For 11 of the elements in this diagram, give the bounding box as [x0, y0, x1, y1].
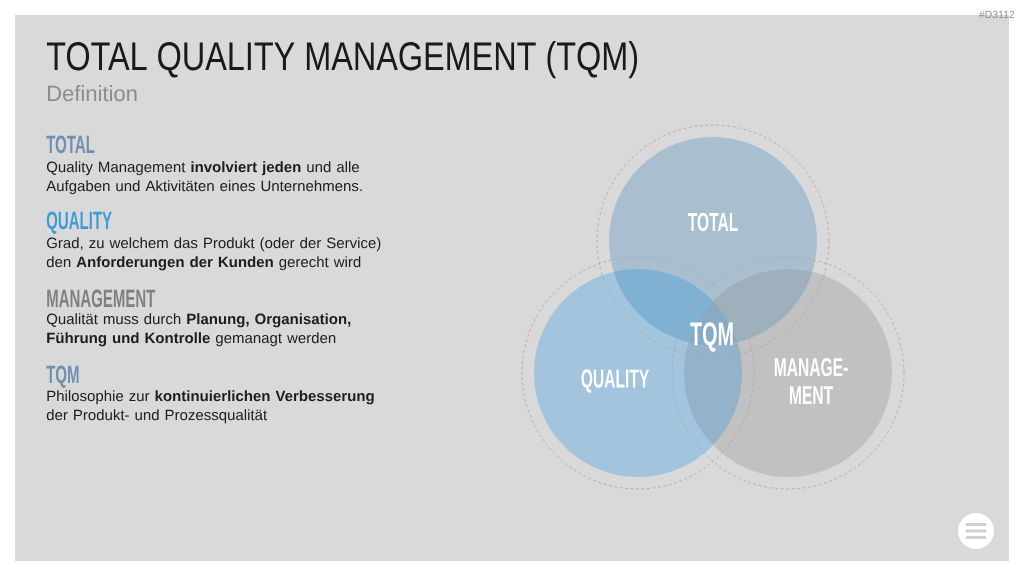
body-text: Quality Management involviert jeden und alle Aufgaben und Aktivitäten eines Unternehmens. — [46, 161, 362, 195]
reference-code: #D3112 — [978, 10, 1015, 19]
body-text: Qualität muss durch Planung, Organisation, Führung und Kontrolle gemanagt werden — [46, 313, 351, 347]
section-heading: TOTAL — [46, 135, 95, 154]
subtitle: Definition — [48, 85, 137, 102]
body-text: Philosophie zur kontinuierlichen Verbesserung der Produkt- und Prozessqualität — [46, 390, 374, 424]
section-heading: QUALITY — [46, 211, 112, 234]
title: TOTAL QUALITY MANAGEMENT (TQM) — [46, 41, 638, 79]
section-heading: MANAGEMENT — [47, 289, 156, 308]
body-text: Grad, zu welchem das Produkt (oder der Service) den Anforderungen der Kunden gerecht wird — [46, 237, 381, 271]
section-heading: TQM — [46, 365, 79, 388]
